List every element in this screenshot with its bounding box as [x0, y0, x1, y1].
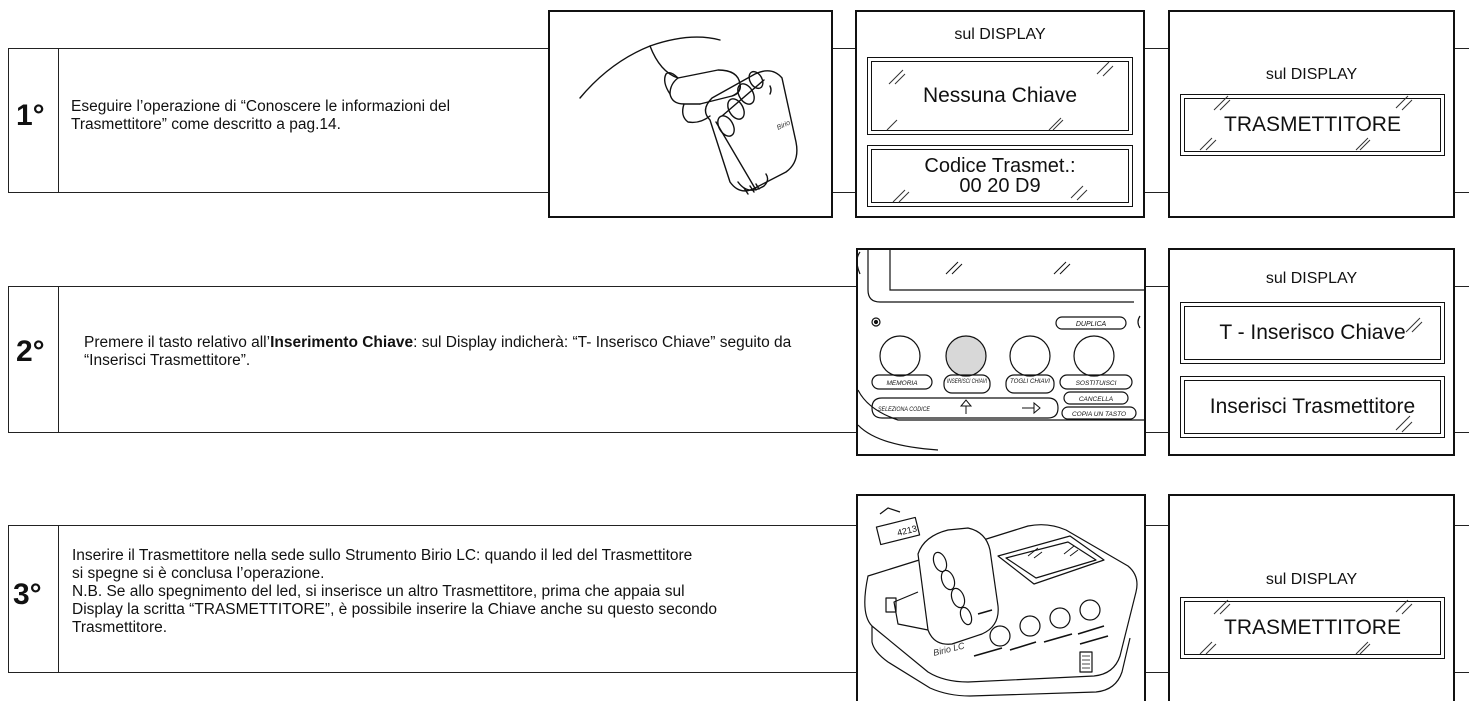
step-1-text: Eseguire l’operazione di “Conoscere le i… — [71, 98, 451, 133]
lcd-text: Inserisci Trasmettitore — [1209, 395, 1416, 418]
step-3-line-5: Trasmettitore. — [72, 619, 168, 636]
display-screen-trasmettitore: TRASMETTITORE — [1180, 597, 1445, 659]
keypad-copia: COPIA UN TASTO — [1072, 411, 1126, 418]
display-screen-codice: Codice Trasmet.: 00 20 D9 — [867, 145, 1133, 207]
keypad-sostituisci: SOSTITUISCI — [1076, 380, 1117, 387]
keypad-cancella: CANCELLA — [1079, 396, 1113, 403]
step-1-row: 1° Eseguire l’operazione di “Conoscere l… — [8, 48, 550, 193]
step-3-result-label: sul DISPLAY — [1265, 571, 1358, 588]
lcd-text: TRASMETTITORE — [1224, 113, 1401, 136]
glare-marks — [1199, 599, 1413, 655]
row-3-bottom-line — [857, 672, 1469, 673]
display-screen-inserisco-chiave: T - Inserisco Chiave — [1180, 302, 1445, 364]
keypad-memoria: MEMORIA — [886, 380, 917, 387]
glare-marks — [886, 61, 1114, 203]
step-1-display-label: sul DISPLAY — [954, 26, 1046, 43]
step-3-line-4: Display la scritta “TRASMETTITORE”, è po… — [72, 601, 717, 618]
device-label-number: 4213 — [896, 523, 918, 538]
step-1-result-panel: sul DISPLAY TRASMETTITORE — [1168, 10, 1455, 218]
step-2-text: Premere il tasto relativo all’Inseriment… — [84, 334, 824, 370]
step-3-line-2: si spegne si è conclusa l’operazione. — [72, 565, 325, 582]
step-2-row: 2° Premere il tasto relativo all’Inserim… — [8, 286, 857, 433]
remote-press-icon: Birio — [579, 36, 798, 195]
lcd-text-line-2: 00 20 D9 — [959, 175, 1041, 197]
keypad-seleziona: SELEZIONA CODICE — [878, 407, 931, 413]
step-3-line-1: Inserire il Trasmettitore nella sede sul… — [72, 547, 693, 564]
step-1-result-label: sul DISPLAY — [1265, 66, 1358, 83]
keypad-togli: TOGLI CHIAVI — [1010, 379, 1050, 385]
step-2-result-panel: sul DISPLAY T - Inserisco Chiave Inseris… — [1168, 248, 1455, 456]
glare-marks — [1395, 317, 1423, 433]
step-3-number: 3° — [13, 578, 42, 611]
step-3-number-cell: 3° — [9, 526, 59, 672]
step-2-number: 2° — [16, 335, 45, 368]
step-1-number-cell: 1° — [9, 49, 59, 192]
step-3-row: 3° Inserire il Trasmettitore nella sede … — [8, 525, 857, 673]
display-screen-trasmettitore: TRASMETTITORE — [1180, 94, 1445, 156]
step-1-number: 1° — [16, 99, 45, 132]
keypad-duplica: DUPLICA — [1076, 321, 1107, 328]
step-2-text-bold: Inserimento Chiave — [270, 334, 414, 351]
step-3-line-3: N.B. Se allo spegnimento del led, si ins… — [72, 583, 685, 600]
keypad-inserisci: INSERISCI CHIAVI — [947, 379, 987, 385]
step-1-display-panel: sul DISPLAY Nessuna Chiave Codice Trasme… — [855, 10, 1145, 218]
step-2-result-label: sul DISPLAY — [1265, 270, 1358, 287]
display-screen-nessuna-chiave: Nessuna Chiave — [867, 57, 1133, 135]
display-screen-inserisci-trasmettitore: Inserisci Trasmettitore — [1180, 376, 1445, 438]
lcd-text: T - Inserisco Chiave — [1219, 321, 1406, 344]
step-2-keypad-illustration: DUPLICA MEMORIA INSERISCI CHIAVI TOGLI C… — [856, 248, 1146, 456]
row-3-top-line — [857, 525, 1469, 526]
step-3-illustration: 4213 Birio LC — [856, 494, 1146, 701]
step-2-number-cell: 2° — [9, 287, 59, 432]
step-1-illustration: Birio — [548, 10, 833, 218]
lcd-text: Nessuna Chiave — [922, 84, 1078, 107]
birio-lc-device-icon: 4213 Birio LC — [864, 507, 1138, 697]
step-3-result-panel: sul DISPLAY TRASMETTITORE — [1168, 494, 1455, 701]
step-2-text-before: Premere il tasto relativo all’ — [84, 334, 271, 351]
step-2-text-after: : sul Display indicherà: “T- Inserisco C… — [84, 334, 792, 369]
row-2-bottom-line — [857, 432, 1469, 433]
lcd-text: TRASMETTITORE — [1224, 616, 1401, 639]
row-2-top-line — [857, 286, 1469, 287]
lcd-text-line-1: Codice Trasmet.: — [924, 155, 1076, 177]
keypad-panel: DUPLICA MEMORIA INSERISCI CHIAVI TOGLI C… — [858, 250, 1144, 451]
glare-marks — [1199, 95, 1413, 151]
step-3-text: Inserire il Trasmettitore nella sede sul… — [72, 547, 852, 637]
